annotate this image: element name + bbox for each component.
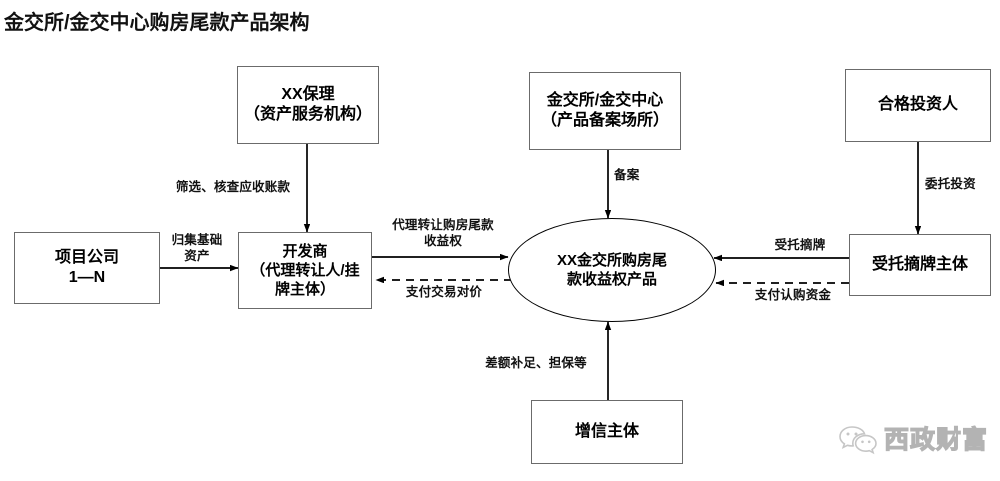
wechat-icon [839, 426, 877, 455]
node-hege-touzi-ren[interactable]: 合格投资人 [845, 69, 991, 142]
node-chanpin[interactable]: XX金交所购房尾 款收益权产品 [508, 218, 716, 322]
edge-label-e1: 筛选、核查应收账款 [175, 180, 291, 194]
node-jinjiaosuo[interactable]: 金交所/金交中心 （产品备案场所） [529, 72, 681, 150]
node-kaifashang[interactable]: 开发商 （代理转让人/挂 牌主体） [238, 232, 372, 309]
edge-label-e7: 受托摘牌 [774, 238, 826, 252]
edge-label-e2: 归集基础 资产 [171, 233, 223, 263]
edge-label-e5: 备案 [614, 168, 640, 182]
edge-label-e8: 支付认购资金 [754, 288, 832, 302]
node-xx-baoli[interactable]: XX保理 （资产服务机构） [237, 66, 379, 144]
watermark: 西政财富 [838, 424, 988, 456]
node-shoutuo-zhaipai[interactable]: 受托摘牌主体 [849, 234, 991, 296]
edge-label-e3: 代理转让购房尾款 收益权 [392, 218, 494, 248]
watermark-brand: 西政财富 [883, 425, 989, 454]
page-title: 金交所/金交中心购房尾款产品架构 [4, 12, 310, 34]
edge-label-e6: 委托投资 [925, 177, 976, 191]
node-xiangmu-gongsi[interactable]: 项目公司 1—N [14, 232, 160, 304]
edge-label-e4: 支付交易对价 [405, 285, 483, 299]
node-zengxin-zhuti[interactable]: 增信主体 [531, 400, 683, 464]
edge-label-e9: 差额补足、担保等 [485, 356, 587, 370]
